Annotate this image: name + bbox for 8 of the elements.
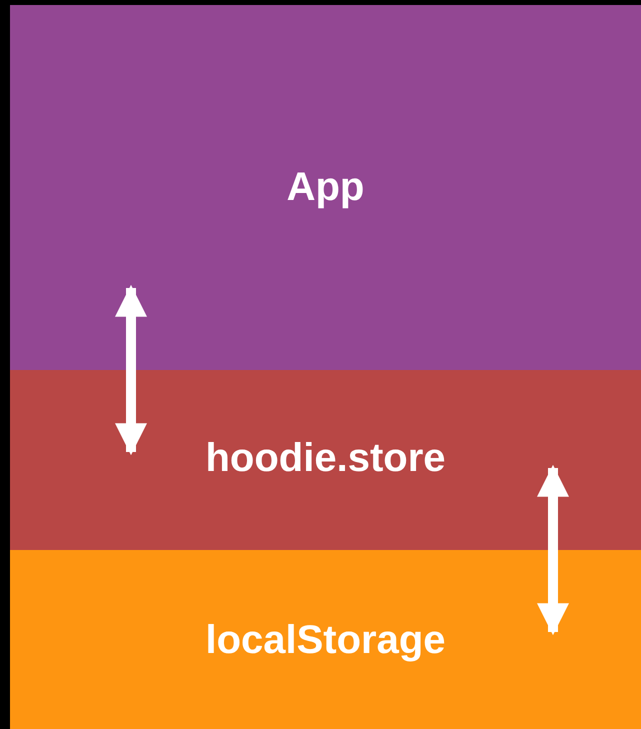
layer-band [10, 5, 641, 370]
layer-label: localStorage [205, 618, 446, 663]
double-arrow [115, 284, 147, 456]
double-arrow [537, 464, 569, 636]
layer-band [10, 370, 641, 550]
layer-band [10, 550, 641, 729]
layer-label: App [286, 165, 364, 210]
layer-label: hoodie.store [205, 436, 446, 481]
